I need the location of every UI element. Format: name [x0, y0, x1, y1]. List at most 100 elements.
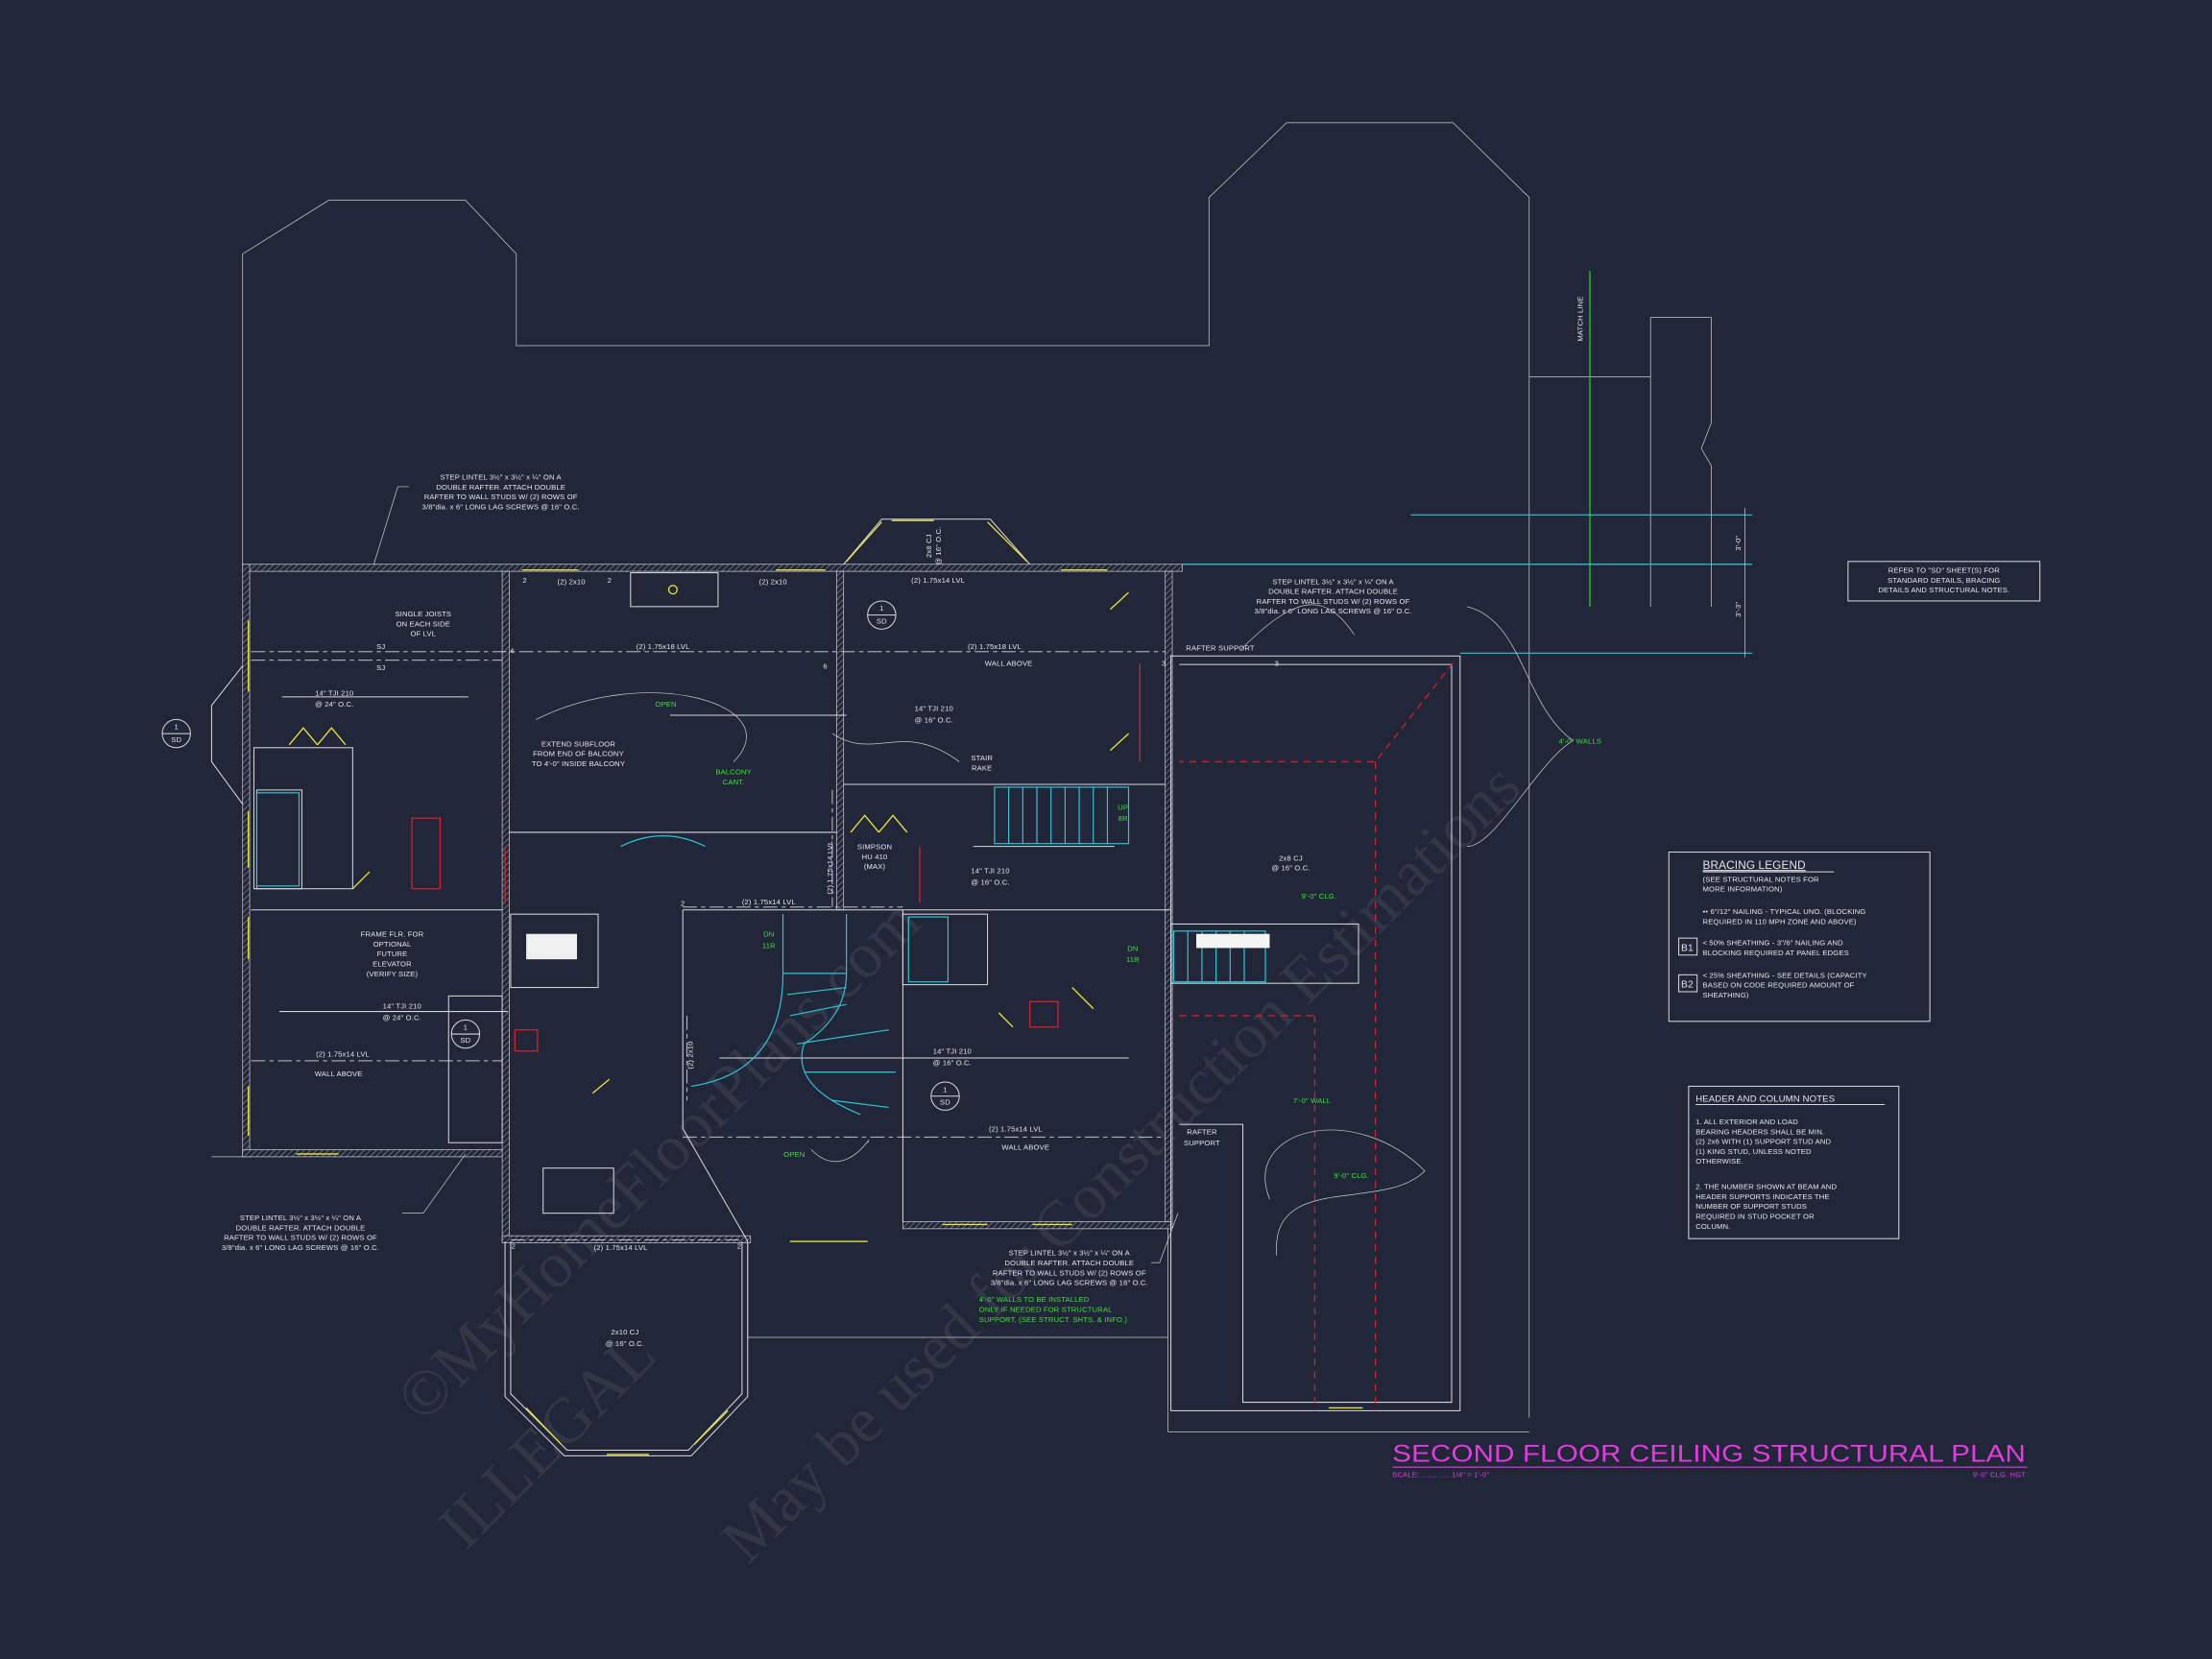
- plan-label: 8R: [1118, 814, 1128, 823]
- plan-label: RAFTER TO WALL STUDS W/ (2) ROWS OF: [993, 1268, 1146, 1277]
- plan-label: HEADER AND COLUMN NOTES: [1695, 1094, 1835, 1105]
- plan-label: ON EACH SIDE: [397, 619, 450, 628]
- plan-label: OTHERWISE.: [1695, 1157, 1743, 1166]
- plan-label: DOUBLE RAFTER. ATTACH DOUBLE: [236, 1223, 366, 1232]
- plan-label: DN: [763, 930, 774, 939]
- step-lintel-note: STEP LINTEL 3½" x 3½" x ¼" ON A DOUBLE R…: [991, 1249, 1148, 1287]
- sd-marker[interactable]: 1SD: [930, 1081, 960, 1111]
- plan-label: 14" TJI 210: [315, 688, 353, 697]
- plan-label: HU 410: [862, 853, 888, 861]
- step-lintel-note: STEP LINTEL 3½" x 3½" x ¼" ON A DOUBLE R…: [422, 473, 580, 512]
- sd-marker[interactable]: 1SD: [161, 718, 191, 749]
- plan-label: REQUIRED IN 110 MPH ZONE AND ABOVE): [1703, 917, 1857, 926]
- plan-label: DOUBLE RAFTER. ATTACH DOUBLE: [1268, 588, 1398, 596]
- plan-label: 9'-0" CLG.: [1334, 1171, 1369, 1180]
- plan-label: RAFTER: [1187, 1127, 1217, 1136]
- plan-label: BASED ON CODE REQUIRED AMOUNT OF: [1703, 981, 1855, 990]
- plan-label: (2) 1.75x14 LVL: [594, 1243, 648, 1252]
- plan-label: 9'-0" CLG. HGT.: [1973, 1470, 2028, 1479]
- plan-label: 6: [823, 661, 827, 670]
- plan-label: SUPPORT: [1184, 1139, 1220, 1147]
- plan-label: 14" TJI 210: [971, 867, 1009, 876]
- plan-label: SINGLE JOISTS: [395, 610, 451, 618]
- beams: [251, 651, 1166, 1241]
- plan-label: 11R: [1126, 955, 1140, 964]
- plan-label: 2x8 CJ: [925, 534, 933, 558]
- plan-label: SHEATHING): [1703, 991, 1749, 999]
- sd-marker[interactable]: 1SD: [450, 1019, 481, 1049]
- member-labels: SINGLE JOISTS ON EACH SIDE OF LVL SJ SJ …: [315, 526, 1601, 1347]
- plan-label: STANDARD DETAILS, BRACING: [1887, 576, 2000, 585]
- plan-label: RAFTER TO WALL STUDS W/ (2) ROWS OF: [224, 1234, 377, 1242]
- plan-label: 4: [510, 646, 515, 655]
- plan-label: 1. ALL EXTERIOR AND LOAD: [1695, 1118, 1798, 1126]
- plan-label: 2: [522, 576, 526, 585]
- plan-label: 1: [943, 1085, 947, 1094]
- plan-label: DETAILS AND STRUCTURAL NOTES.: [1878, 586, 2009, 594]
- plan-label: MATCH LINE: [1576, 297, 1585, 342]
- plan-label: WALL ABOVE: [985, 660, 1033, 668]
- plan-label: NUMBER OF SUPPORT STUDS: [1695, 1202, 1807, 1211]
- plan-label: 2x8 CJ: [1279, 854, 1303, 862]
- sd-marker[interactable]: 1SD: [867, 600, 897, 630]
- plan-label: @ 24" O.C.: [315, 700, 353, 709]
- header-column-notes: HEADER AND COLUMN NOTES 1. ALL EXTERIOR …: [1688, 1085, 1900, 1239]
- plan-label: B1: [1681, 943, 1694, 953]
- roof-ridges: [411, 662, 1454, 1411]
- plan-label: < 25% SHEATHING - SEE DETAILS (CAPACITY: [1703, 971, 1867, 979]
- plan-label: (2) 1.75x14 LVL: [316, 1050, 370, 1059]
- plan-label: @ 16" O.C.: [934, 526, 943, 565]
- plan-label: WALL ABOVE: [315, 1070, 363, 1078]
- plan-label: 2x10 CJ: [611, 1328, 638, 1336]
- plan-label: (2) 1.75x18 LVL: [637, 642, 690, 651]
- plan-label: OPEN: [783, 1150, 805, 1159]
- plan-label: BLOCKING REQUIRED AT PANEL EDGES: [1703, 949, 1849, 957]
- step-lintel-note: STEP LINTEL 3½" x 3½" x ¼" ON A DOUBLE R…: [222, 1214, 379, 1252]
- plan-label: •• 6"/12" NAILING - TYPICAL UNO. (BLOCKI…: [1703, 907, 1866, 916]
- plan-label: 14" TJI 210: [915, 705, 953, 713]
- plan-label: OPTIONAL: [373, 940, 412, 949]
- plan-label: (2) 2x10: [685, 1042, 694, 1070]
- plan-label: WALL ABOVE: [1001, 1143, 1049, 1152]
- wall-install-note: 4'-0" WALLS TO BE INSTALLED ONLY IF NEED…: [979, 1295, 1127, 1324]
- plan-label: 3/8"dia. x 6" LONG LAG SCREWS @ 16" O.C.: [991, 1279, 1148, 1287]
- windows: [247, 519, 1363, 1455]
- plan-label: STEP LINTEL 3½" x 3½" x ¼" ON A: [440, 473, 562, 482]
- plan-label: SD: [171, 735, 181, 744]
- plan-label: RAFTER SUPPORT: [1186, 643, 1255, 652]
- plan-label: DOUBLE RAFTER. ATTACH DOUBLE: [436, 483, 565, 492]
- roof-outline: [211, 122, 1712, 1432]
- plan-label: @ 16" O.C.: [915, 715, 953, 724]
- plan-label: B2: [1681, 980, 1694, 991]
- plan-label: 3: [1162, 660, 1166, 668]
- plan-label: 3/8"dia. x 6" LONG LAG SCREWS @ 16" O.C.: [1255, 607, 1412, 615]
- plan-label: 2: [608, 576, 612, 585]
- plan-label: (2) 1.75x14 LVL: [989, 1124, 1043, 1133]
- plan-label: EXTEND SUBFLOOR: [541, 739, 616, 748]
- plan-label: (2) 2x6 WITH (1) SUPPORT STUD AND: [1695, 1138, 1831, 1146]
- plan-label: DOUBLE RAFTER. ATTACH DOUBLE: [1004, 1259, 1134, 1267]
- plan-label: UP: [1118, 803, 1128, 811]
- plan-label: RAFTER TO WALL STUDS W/ (2) ROWS OF: [1257, 597, 1410, 606]
- plan-label: 3'-0": [1734, 536, 1743, 551]
- plan-label: (2) 1.75x14 LVL: [911, 576, 965, 585]
- plan-label: @ 24" O.C.: [383, 1013, 421, 1022]
- plan-label: 2: [737, 1241, 741, 1250]
- plan-label: 3/8"dia. x 6" LONG LAG SCREWS @ 16" O.C.: [422, 502, 580, 511]
- plan-label: FROM END OF BALCONY: [533, 750, 624, 758]
- drawing-title: SECOND FLOOR CEILING STRUCTURAL PLAN SCA…: [1392, 1440, 2028, 1479]
- plan-label: 3'-3": [1734, 602, 1743, 617]
- plan-label: 7'-0" WALL: [1293, 1096, 1331, 1105]
- plan-label: 2: [681, 899, 685, 907]
- plan-label: SD: [877, 616, 887, 625]
- plan-label: (2) 1.75x14 LVL: [742, 898, 796, 906]
- plan-label: 11R: [762, 941, 776, 950]
- plan-label: (VERIFY SIZE): [367, 970, 419, 978]
- plan-label: 2. THE NUMBER SHOWN AT BEAM AND: [1695, 1183, 1837, 1191]
- plan-label: (2) 2x10: [759, 577, 787, 586]
- plan-label: 1: [464, 1023, 468, 1032]
- plan-label: < 50% SHEATHING - 3"/6" NAILING AND: [1703, 938, 1844, 947]
- plan-label: STEP LINTEL 3½" x 3½" x ¼" ON A: [1272, 577, 1394, 586]
- plan-label: 9'-0" CLG.: [1302, 892, 1337, 901]
